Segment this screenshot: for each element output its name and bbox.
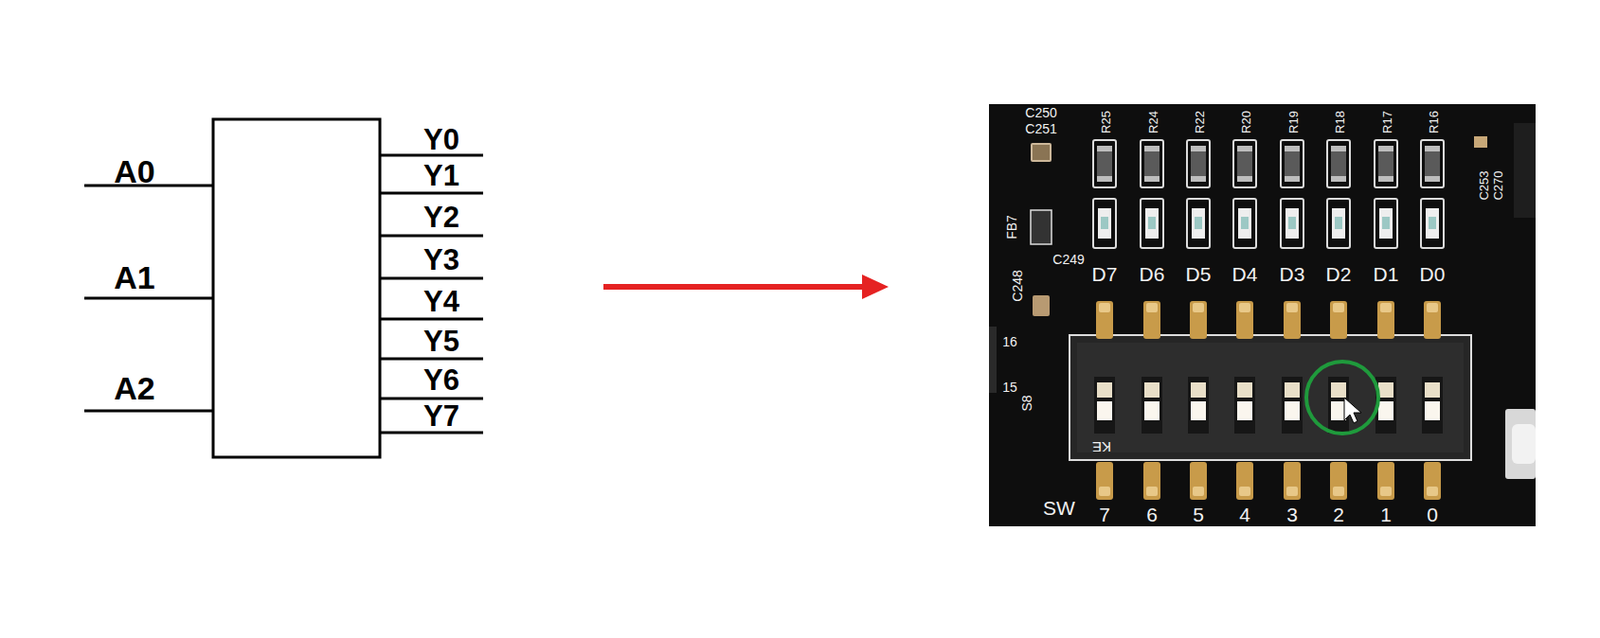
pin-label: Y5	[423, 326, 460, 357]
silkscreen-label: C270	[1492, 170, 1505, 200]
silkscreen-label: 4	[1239, 504, 1251, 525]
silkscreen-label: R16	[1427, 110, 1440, 134]
silkscreen-label: 1	[1380, 504, 1392, 525]
silkscreen-label: C253	[1477, 170, 1491, 200]
pin-label: Y3	[423, 245, 460, 275]
silkscreen-label: C250	[1024, 106, 1057, 120]
silkscreen-label: D7	[1092, 264, 1118, 285]
mouse-cursor	[1344, 397, 1362, 424]
pin-label: Y1	[423, 161, 460, 191]
silkscreen-label: R22	[1193, 110, 1206, 134]
silkscreen-label: R25	[1099, 110, 1113, 134]
pin-label: A2	[113, 372, 155, 405]
pin-label: Y2	[423, 202, 460, 233]
highlight-circle	[1306, 361, 1379, 434]
silkscreen-label: C251	[1024, 122, 1057, 136]
silkscreen-label: 5	[1192, 504, 1205, 525]
silkscreen-label: C248	[1010, 269, 1025, 302]
silkscreen-label: S8	[1020, 395, 1034, 412]
pin-label: Y6	[423, 365, 460, 396]
red-arrow	[603, 284, 864, 290]
pin-lines	[84, 155, 484, 433]
pin-label: Y7	[423, 401, 460, 432]
silkscreen-label: R20	[1240, 110, 1253, 134]
silkscreen-label: D5	[1186, 264, 1212, 285]
silkscreen-label: R19	[1287, 110, 1300, 134]
pin-label: Y4	[423, 287, 460, 317]
silkscreen-label: C249	[1052, 252, 1084, 267]
silkscreen-label: 2	[1332, 504, 1345, 525]
silkscreen-label: KE	[1092, 440, 1112, 455]
silkscreen-label: FB7	[1005, 215, 1019, 240]
silkscreen-label: 0	[1426, 504, 1439, 525]
silkscreen-label: D4	[1232, 264, 1259, 285]
silkscreen-label: D2	[1326, 264, 1352, 285]
arrow-head	[862, 274, 889, 300]
silkscreen-label: 15	[1002, 380, 1018, 395]
decoder-box	[213, 119, 380, 458]
pcb-photo	[988, 104, 1536, 527]
pin-label: A0	[113, 155, 155, 188]
silkscreen-label: SW	[1042, 498, 1076, 519]
silkscreen-label: R18	[1333, 110, 1347, 134]
silkscreen-label: D1	[1373, 264, 1400, 285]
silkscreen-label: 3	[1286, 504, 1298, 525]
silkscreen-label: D0	[1420, 264, 1446, 285]
silkscreen-label: D6	[1139, 264, 1166, 285]
pin-label: A1	[113, 261, 155, 294]
silkscreen-label: 7	[1098, 504, 1111, 525]
silkscreen-label: D3	[1279, 264, 1306, 285]
silkscreen-label: 6	[1146, 504, 1158, 525]
pin-label: Y0	[423, 125, 460, 155]
silkscreen-label: R17	[1381, 110, 1394, 134]
silkscreen-label: R24	[1147, 110, 1160, 134]
silkscreen-label: 16	[1002, 335, 1018, 349]
